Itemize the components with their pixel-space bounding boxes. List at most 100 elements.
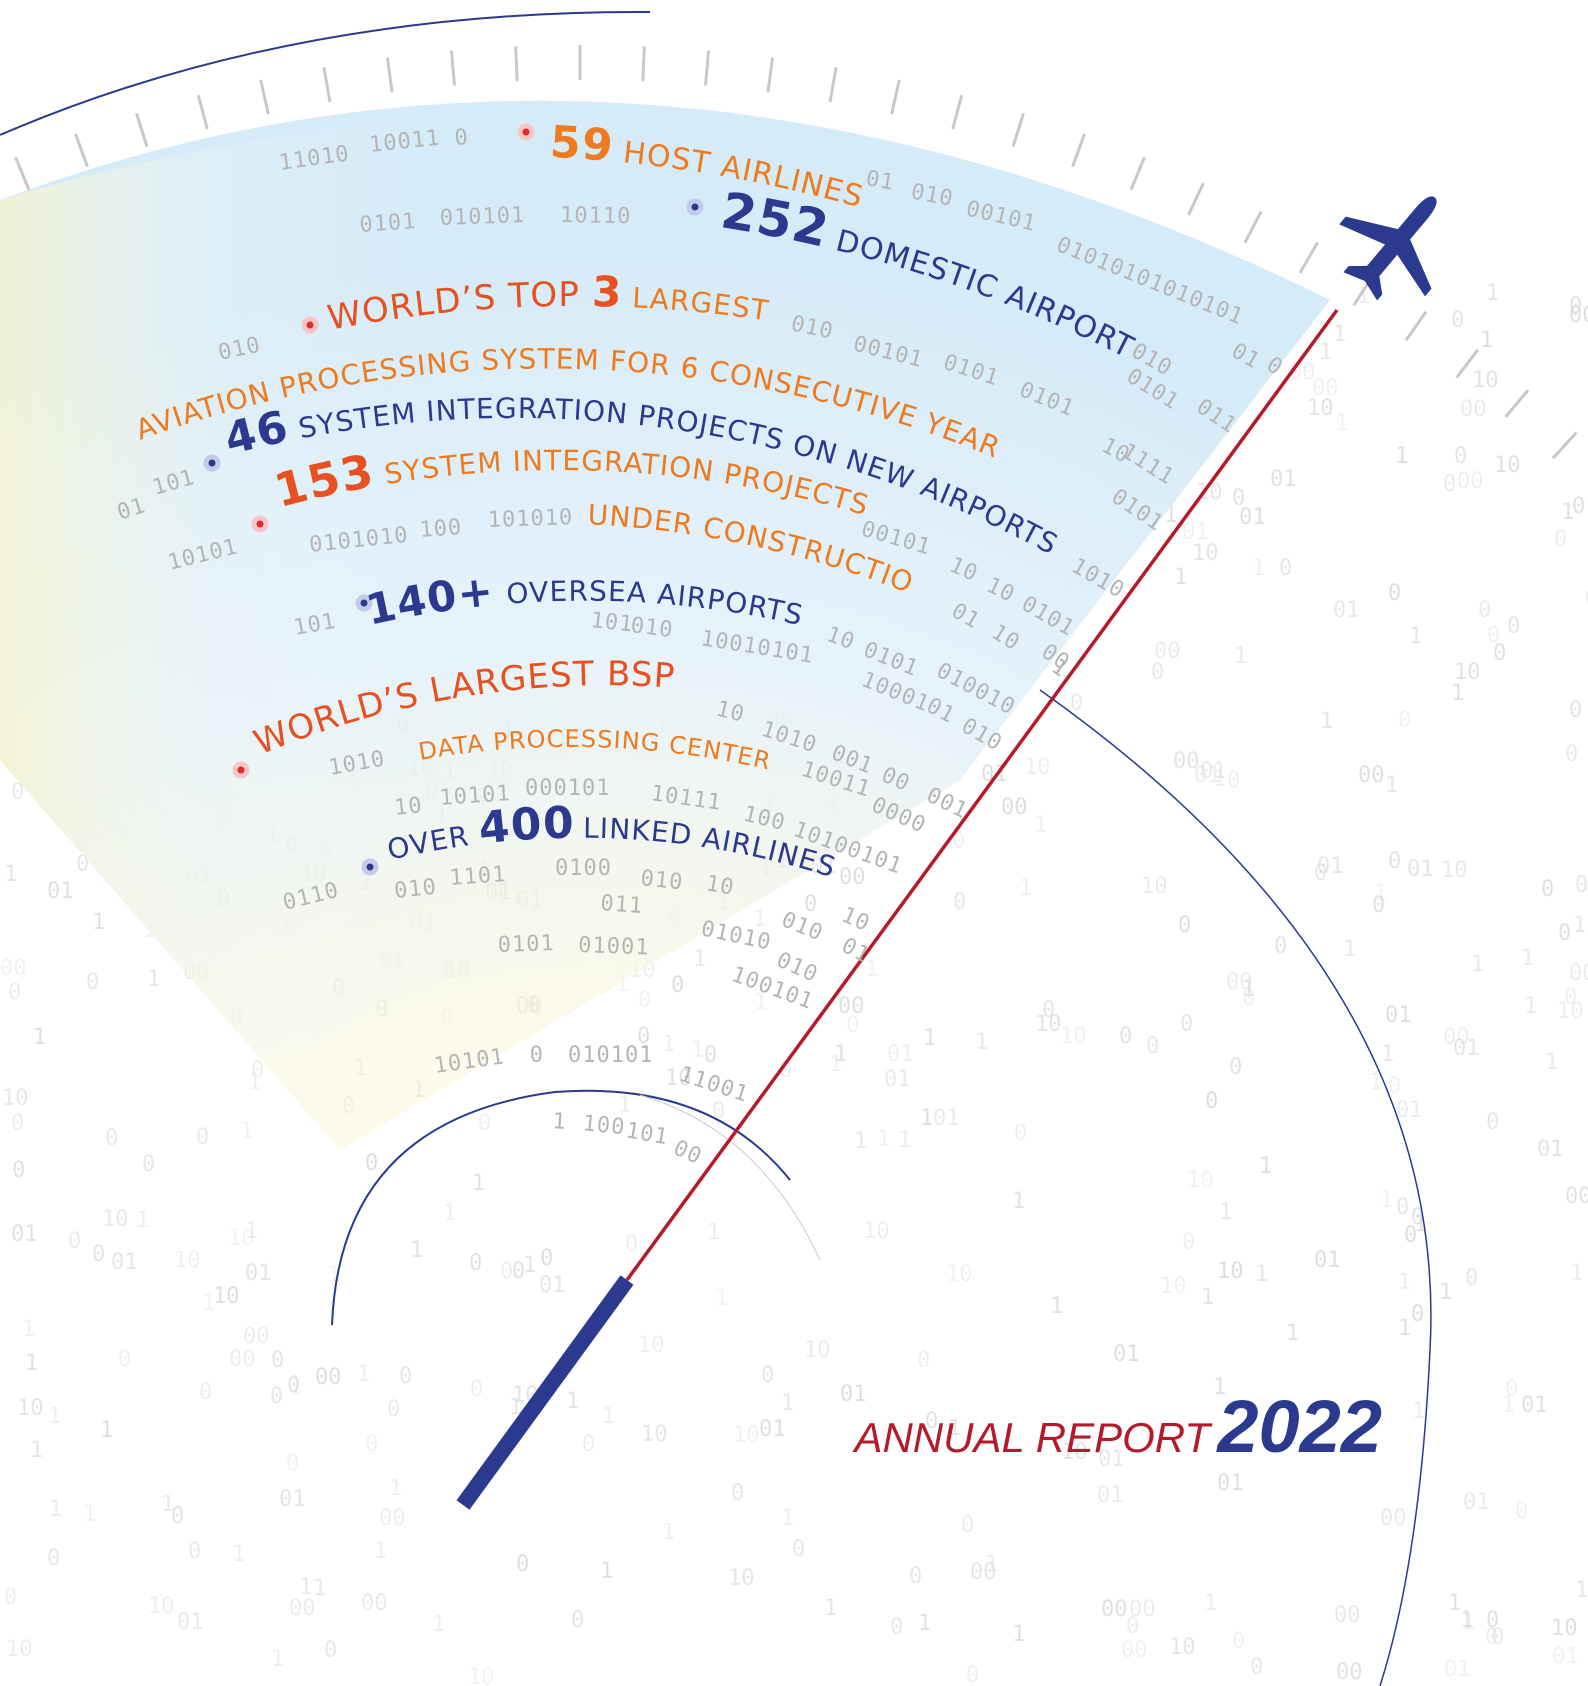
background-binary-digit: 0 [961, 1513, 974, 1538]
background-binary-digit: 1 [1255, 1262, 1268, 1287]
background-binary-digit: 10 [1192, 541, 1219, 566]
background-binary-digit: 10 [213, 1284, 240, 1309]
background-binary-digit: 1 [1486, 281, 1499, 306]
background-binary-digit: 0 [952, 829, 965, 854]
background-binary-digit: 01 [1407, 857, 1434, 882]
background-binary-digit: 0 [540, 1246, 553, 1271]
title-annual-report: ANNUAL REPORT [851, 1414, 1213, 1461]
background-binary-digit: 0 [171, 1504, 184, 1529]
background-binary-digit: 1 [472, 1171, 485, 1196]
background-binary-digit: 01 [1396, 1098, 1423, 1123]
background-binary-digit: 01 [1521, 1393, 1548, 1418]
background-binary-digit: 01 [1239, 505, 1266, 530]
background-binary-digit: 0 [324, 1638, 337, 1663]
background-binary-digit: 01 [1217, 1471, 1244, 1496]
background-binary-digit: 10 [228, 1226, 255, 1251]
background-binary-digit: 00 [1101, 1597, 1128, 1622]
background-binary-digit: 0 [1146, 1034, 1159, 1059]
background-binary-digit: 1 [1050, 1294, 1063, 1319]
background-binary-digit: 0 [966, 1663, 979, 1686]
background-binary-digit: 0 [1486, 1110, 1499, 1135]
background-binary-digit: 1 [509, 1395, 522, 1420]
background-binary-digit: 01 [1270, 467, 1297, 492]
background-binary-digit: 0 [188, 1539, 201, 1564]
dial-tick [196, 94, 209, 130]
background-binary-digit: 0 [625, 1232, 638, 1257]
background-binary-digit: 0 [1232, 1629, 1245, 1654]
background-binary-digit: 01 [1552, 1644, 1579, 1669]
background-binary-digit: 1 [1259, 1154, 1272, 1179]
background-binary-digit: 10 [1557, 999, 1584, 1024]
background-binary-digit: 01 [1463, 1490, 1490, 1515]
background-binary-digit: 0 [1232, 486, 1245, 511]
background-binary-digit: 0 [512, 1259, 525, 1284]
background-binary-digit: 0 [1180, 1012, 1193, 1037]
background-binary-digit: 00 [1121, 1638, 1148, 1663]
background-binary-digit: 0 [1119, 1024, 1132, 1049]
background-binary-digit: 1 [923, 1026, 936, 1051]
background-binary-digit: 1 [1414, 1212, 1427, 1237]
background-binary-digit: 0 [1507, 614, 1520, 639]
background-binary-digit: 1 [1320, 709, 1333, 734]
background-binary-digit: 00 [1443, 1025, 1470, 1050]
background-binary-digit: 0 [68, 1229, 81, 1254]
background-binary-digit: 10 [1024, 755, 1051, 780]
dial-tick [1404, 310, 1428, 342]
dial-tick [1455, 348, 1480, 379]
background-binary-digit: 1 [854, 1129, 867, 1154]
dial-tick [1071, 133, 1086, 168]
dial-tick [449, 50, 456, 86]
background-binary-digit: 01 [1182, 520, 1209, 545]
dial-tick [951, 94, 964, 130]
background-binary-digit: 1 [1395, 444, 1408, 469]
binary-label: 10101 [439, 781, 512, 811]
background-binary-digit: 0 [909, 1564, 922, 1589]
background-binary-digit: 10 [1169, 1635, 1196, 1660]
background-binary-digit: 0 [1014, 1121, 1027, 1146]
background-binary-digit: 0 [105, 1126, 118, 1151]
binary-label: 01 [864, 166, 896, 196]
outer-arc-top [0, 10, 651, 136]
binary-label: 01001 [578, 933, 650, 960]
background-binary-digit: 1 [1575, 1578, 1588, 1603]
background-binary-digit: 1 [523, 1253, 536, 1278]
background-binary-digit: 0 [142, 1152, 155, 1177]
background-binary-digit: 1 [271, 1647, 284, 1672]
binary-label: 0101 [359, 209, 418, 238]
background-binary-digit: 0 [1515, 1499, 1528, 1524]
background-binary-digit: 0 [1242, 986, 1255, 1011]
background-binary-digit: 1 [1462, 1610, 1475, 1635]
background-binary-digit: 1 [781, 1506, 794, 1531]
background-binary-digit: 00 [229, 1347, 256, 1372]
background-binary-digit: 0 [1493, 641, 1506, 666]
binary-label: 101 [624, 1118, 670, 1150]
background-binary-digit: 01 [47, 879, 74, 904]
background-binary-digit: 0 [1569, 294, 1582, 319]
background-binary-digit: 1 [1219, 1200, 1232, 1225]
background-binary-digit: 01 [11, 1222, 38, 1247]
background-binary-digit: 00 [243, 1324, 270, 1349]
background-binary-digit: 1 [1034, 813, 1047, 838]
binary-label: 101010 [487, 505, 573, 533]
background-binary-digit: 0 [516, 1552, 529, 1577]
background-binary-digit: 0 [1372, 893, 1385, 918]
background-binary-digit: 0 [925, 1409, 938, 1434]
background-binary-digit: 0 [399, 1364, 412, 1389]
needle-red [625, 308, 1339, 1282]
background-binary-digit: 1 [1374, 881, 1387, 906]
background-binary-digit: 1 [602, 1404, 615, 1429]
background-binary-digit: 0 [199, 1380, 212, 1405]
dial-ticks [14, 45, 1578, 460]
background-binary-digit: 10 [665, 1066, 692, 1091]
background-binary-digit: 0 [1396, 1195, 1409, 1220]
background-binary-digit: 0 [271, 1348, 284, 1373]
radar-fan-left-glow [0, 120, 420, 1150]
background-binary-digit: 1 [389, 1476, 402, 1501]
background-binary-digit: 0 [1151, 660, 1164, 685]
background-binary-digit: 10 [1472, 368, 1499, 393]
background-binary-digit: 1 [1319, 340, 1332, 365]
marker-dot-red [517, 123, 535, 141]
background-binary-digit: 1 [1381, 1042, 1394, 1067]
binary-label: 010 [393, 875, 438, 904]
background-binary-digit: 10 [728, 1566, 755, 1591]
